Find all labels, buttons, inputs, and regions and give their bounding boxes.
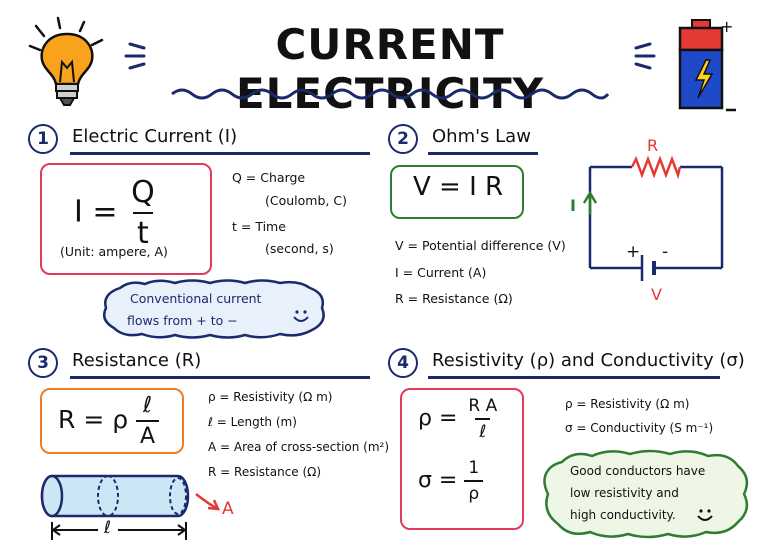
title-dash-right	[634, 42, 656, 70]
resistance-formula-box	[40, 388, 184, 454]
resistance-formula-denominator: A	[136, 420, 160, 449]
resistivity-def-sigma: σ = Conductivity (S m⁻¹)	[565, 421, 714, 435]
section-2-underline	[428, 152, 538, 155]
circuit-label-i: I	[570, 196, 576, 215]
svg-text:+: +	[720, 17, 733, 36]
conductivity-formula-numerator: 1	[468, 458, 480, 478]
section-1-number: 1	[28, 124, 58, 154]
resistivity-formula-denominator: ℓ	[475, 418, 491, 442]
current-formula-box	[40, 163, 212, 275]
good-conductors-line1: Good conductors have	[570, 464, 706, 478]
section-1-heading: Electric Current (I)	[72, 126, 238, 147]
ohms-law-formula-box	[390, 165, 524, 219]
resistance-def-length: ℓ = Length (m)	[208, 415, 297, 429]
conductivity-formula-lhs: σ =	[418, 468, 458, 493]
circuit-label-v: V	[651, 285, 662, 304]
resistivity-formula-box	[400, 388, 524, 530]
title-wave-underline	[171, 88, 610, 100]
resistance-formula: R = ρ ℓ A	[58, 393, 160, 449]
section-2-heading: Ohm's Law	[432, 126, 531, 147]
light-bulb-icon	[28, 16, 104, 106]
good-conductors-line3: high conductivity.	[570, 508, 676, 522]
ohms-def-current: I = Current (A)	[395, 265, 487, 280]
current-formula-numerator: Q	[131, 175, 155, 210]
current-def-charge-unit: (Coulomb, C)	[265, 193, 347, 208]
current-formula: I = Q t	[74, 175, 159, 251]
current-formula-fraction: Q t	[127, 175, 159, 251]
section-4-heading: Resistivity (ρ) and Conductivity (σ)	[432, 350, 745, 371]
conventional-current-cloud	[103, 279, 325, 339]
resistivity-formula-numerator: R A	[468, 396, 498, 416]
ohms-law-circuit	[582, 155, 724, 281]
conductivity-formula-fraction: 1 ρ	[464, 458, 484, 504]
section-1-underline	[70, 152, 370, 155]
good-conductors-line2: low resistivity and	[570, 486, 679, 500]
conventional-current-line1: Conventional current	[130, 291, 262, 306]
current-formula-denominator: t	[133, 212, 153, 251]
resistivity-formula-fraction: R A ℓ	[464, 396, 501, 442]
resistance-formula-numerator: ℓ	[143, 393, 153, 418]
current-unit-note: (Unit: ampere, A)	[60, 244, 168, 259]
current-formula-lhs: I =	[74, 194, 118, 230]
section-3-underline	[70, 376, 370, 379]
wire-cylinder-diagram	[40, 474, 221, 540]
resistivity-formula: ρ = R A ℓ	[418, 396, 501, 442]
resistance-formula-lhs: R = ρ	[58, 405, 129, 434]
good-conductors-cloud	[543, 449, 749, 539]
resistivity-formula-lhs: ρ =	[418, 406, 458, 431]
resistance-def-rho: ρ = Resistivity (Ω m)	[208, 390, 333, 404]
page-title: CURRENT ELECTRICITY	[235, 20, 545, 118]
resistance-formula-fraction: ℓ A	[136, 393, 160, 449]
circuit-label-r: R	[647, 136, 659, 155]
wire-area-label: A	[222, 499, 234, 519]
current-def-charge: Q = Charge	[232, 170, 306, 185]
section-3-heading: Resistance (R)	[72, 350, 202, 371]
current-def-time: t = Time	[232, 219, 286, 234]
battery-icon: +	[678, 17, 736, 112]
circuit-label-minus: -	[662, 242, 669, 262]
smiley-icon	[293, 310, 309, 322]
resistance-def-r: R = Resistance (Ω)	[208, 465, 322, 479]
conductivity-formula: σ = 1 ρ	[418, 458, 484, 504]
ohms-def-resistance: R = Resistance (Ω)	[395, 291, 513, 306]
title-dash-left	[124, 42, 146, 70]
resistor-icon	[630, 155, 682, 180]
section-2-number: 2	[388, 124, 418, 154]
resistivity-def-rho: ρ = Resistivity (Ω m)	[565, 397, 690, 411]
ohms-law-formula: V = I R	[413, 172, 504, 202]
section-4-number: 4	[388, 348, 418, 378]
resistance-def-area: A = Area of cross-section (m²)	[208, 440, 390, 454]
ohms-def-voltage: V = Potential difference (V)	[395, 238, 566, 253]
conductivity-formula-denominator: ρ	[464, 480, 484, 504]
smiley-icon	[697, 509, 713, 521]
section-3-number: 3	[28, 348, 58, 378]
wire-length-label: ℓ	[104, 518, 112, 538]
conventional-current-line2: flows from + to −	[127, 313, 238, 328]
current-def-time-unit: (second, s)	[265, 241, 334, 256]
section-4-underline	[428, 376, 720, 379]
circuit-label-plus: +	[626, 242, 641, 262]
